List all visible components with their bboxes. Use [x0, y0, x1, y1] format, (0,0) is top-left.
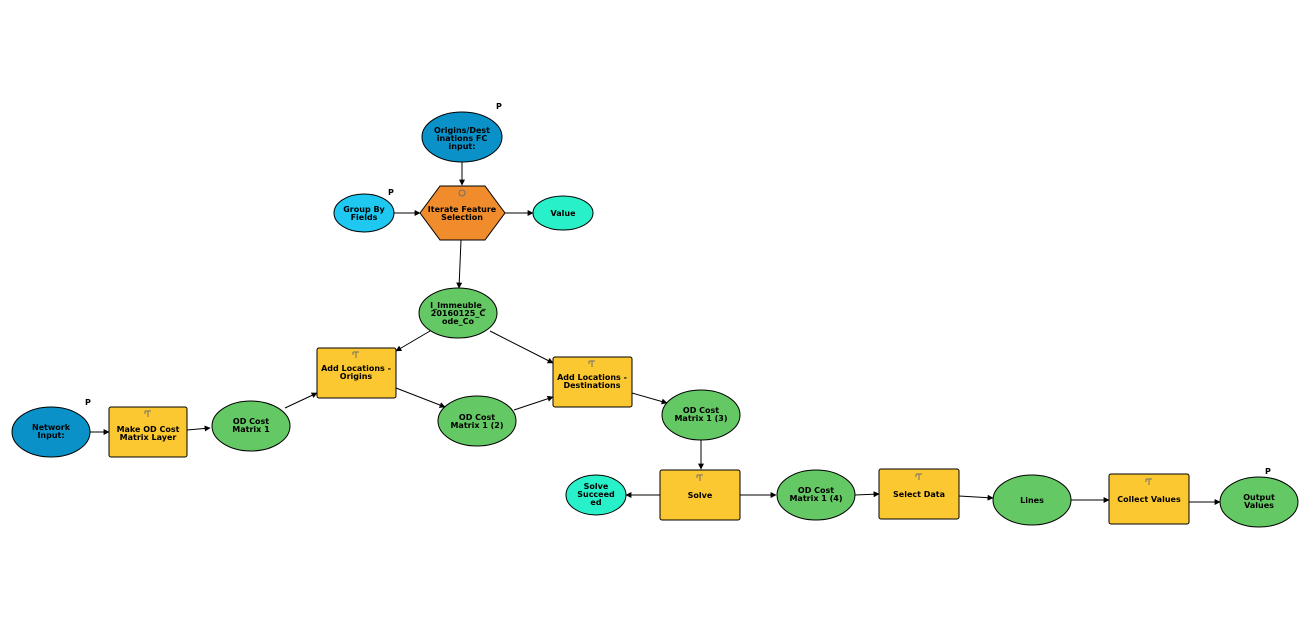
- node-shape: [437, 395, 517, 447]
- node-shape: [552, 356, 633, 408]
- od-cost-matrix-1-3-node[interactable]: OD Cost Matrix 1 (3): [661, 389, 741, 441]
- iterate-feature-selection-node[interactable]: Iterate Feature Selection: [419, 185, 506, 241]
- hammer-icon: [915, 473, 922, 480]
- node-label: Solve: [584, 482, 609, 491]
- node-shape: [659, 469, 741, 521]
- connector-selectdata-to-lines: [958, 494, 994, 501]
- hammer-icon: [588, 360, 595, 367]
- node-shape: [1108, 473, 1190, 525]
- output-values-node[interactable]: Output Values P: [1219, 467, 1299, 528]
- node-label: Lines: [1020, 496, 1044, 505]
- node-shape: [11, 406, 91, 458]
- node-shape: [532, 195, 594, 231]
- node-label: Origins/Dest: [434, 126, 490, 135]
- parameter-marker: P: [388, 188, 394, 197]
- group-by-fields-node[interactable]: Group By Fields P: [333, 188, 395, 233]
- node-label: input:: [449, 142, 476, 151]
- add-locations-destinations-node[interactable]: Add Locations - Destinations: [552, 356, 633, 408]
- node-shape: [108, 406, 188, 458]
- connector-odcm12-to-adddest: [513, 395, 554, 411]
- node-label: Group By: [343, 205, 385, 214]
- node-shape: [333, 193, 395, 233]
- network-input-node[interactable]: Network Input: P: [11, 398, 91, 458]
- od-cost-matrix-1-node[interactable]: OD Cost Matrix 1: [211, 400, 291, 452]
- node-label: Matrix 1 (3): [674, 414, 727, 423]
- node-shape: [565, 474, 627, 516]
- node-label: Output: [1243, 493, 1275, 502]
- node-label: Values: [1244, 501, 1274, 510]
- node-shape: [992, 474, 1072, 526]
- node-label: Matrix 1 (4): [789, 494, 842, 503]
- node-label: ed: [590, 498, 601, 507]
- node-label: Make OD Cost: [117, 425, 180, 434]
- connector-adddest-to-odcm13: [631, 392, 668, 405]
- node-label: Collect Values: [1117, 495, 1181, 504]
- node-label: I_Immeuble_: [430, 301, 486, 310]
- node-label: OD Cost: [459, 413, 495, 422]
- connector-iterate-to-immeuble: [456, 239, 463, 289]
- node-label: Fields: [351, 213, 378, 222]
- node-shape: [1219, 476, 1299, 528]
- connector-immeuble-to-adddest: [489, 330, 554, 364]
- node-shape: [316, 347, 397, 399]
- parameter-marker: P: [496, 102, 502, 111]
- solve-succeeded-node[interactable]: Solve Succeed ed: [565, 474, 627, 516]
- node-shape: [211, 400, 291, 452]
- node-label: OD Cost: [233, 417, 269, 426]
- connector-odcm14-to-selectdata: [854, 491, 880, 498]
- node-label: 20160125_C: [431, 309, 486, 318]
- connector-immeuble-to-addorigins: [395, 330, 431, 352]
- node-label: Add Locations -: [557, 373, 627, 382]
- node-label: inations FC: [437, 134, 488, 143]
- solve-node[interactable]: Solve: [659, 469, 741, 521]
- node-label: Add Locations -: [321, 364, 391, 373]
- connector-odcm1-to-addorigins: [284, 392, 318, 409]
- collect-values-node[interactable]: Collect Values: [1108, 473, 1190, 525]
- lines-node[interactable]: Lines: [992, 474, 1072, 526]
- node-shape: [418, 287, 498, 339]
- node-label: Network: [32, 423, 71, 432]
- parameter-marker: P: [1265, 467, 1271, 476]
- node-label: ode_Co: [442, 317, 475, 326]
- hammer-icon: [144, 410, 151, 417]
- node-label: Origins: [340, 372, 373, 381]
- hammer-icon: [352, 351, 359, 358]
- hammer-icon: [1145, 478, 1152, 485]
- connectors: [90, 162, 1221, 505]
- node-label: OD Cost: [798, 486, 834, 495]
- node-label: Solve: [688, 491, 713, 500]
- node-label: Selection: [441, 213, 483, 222]
- node-label: OD Cost: [683, 406, 719, 415]
- iterator-icon: [458, 189, 466, 197]
- node-shape: [661, 389, 741, 441]
- node-label: Destinations: [563, 381, 620, 390]
- node-shape: [878, 468, 960, 520]
- node-label: Iterate Feature: [428, 205, 497, 214]
- node-label: Matrix Layer: [120, 433, 177, 442]
- od-cost-matrix-1-4-node[interactable]: OD Cost Matrix 1 (4): [776, 469, 856, 521]
- node-shape: [776, 469, 856, 521]
- node-shape: [421, 111, 503, 163]
- od-cost-matrix-1-2-node[interactable]: OD Cost Matrix 1 (2): [437, 395, 517, 447]
- node-label: Input:: [37, 431, 64, 440]
- node-label: Matrix 1 (2): [450, 421, 503, 430]
- parameter-marker: P: [85, 398, 91, 407]
- node-label: Succeed: [577, 490, 615, 499]
- select-data-node[interactable]: Select Data: [878, 468, 960, 520]
- origins-destinations-input-node[interactable]: Origins/Dest inations FC input: P: [421, 102, 503, 163]
- node-label: Matrix 1: [232, 425, 270, 434]
- value-node[interactable]: Value: [532, 195, 594, 231]
- connector-makeod-to-odcm1: [186, 425, 211, 432]
- i-immeuble-node[interactable]: I_Immeuble_ 20160125_C ode_Co: [418, 287, 498, 339]
- connector-addorigins-to-odcm12: [395, 387, 446, 408]
- add-locations-origins-node[interactable]: Add Locations - Origins: [316, 347, 397, 399]
- make-od-cost-matrix-layer-node[interactable]: Make OD Cost Matrix Layer: [108, 406, 188, 458]
- node-label: Select Data: [893, 490, 945, 499]
- node-shape: [419, 185, 506, 241]
- hammer-icon: [696, 474, 703, 481]
- node-label: Value: [550, 209, 576, 218]
